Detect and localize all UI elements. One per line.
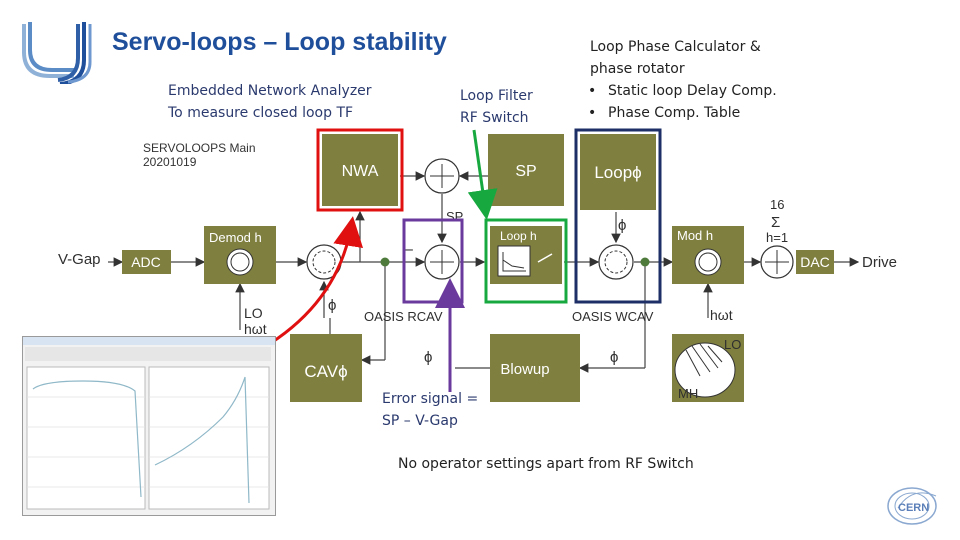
error-highlight xyxy=(402,218,464,304)
error-note: Error signal = SP – V-Gap xyxy=(382,388,478,432)
cav-phi-block: CAVϕ xyxy=(290,334,362,402)
phase-note: Loop Phase Calculator & phase rotator St… xyxy=(590,36,777,124)
phase-note-bullet: Phase Comp. Table xyxy=(590,102,777,124)
analyzer-screenshot xyxy=(22,336,276,516)
loop-phi-label: Loopϕ xyxy=(594,163,641,182)
filter-note-line-2: RF Switch xyxy=(460,110,529,126)
phi-left-label: ϕ xyxy=(328,297,336,314)
adc-block: ADC xyxy=(122,250,171,274)
analyzer-note: Embedded Network Analyzer To measure clo… xyxy=(168,80,372,124)
drive-label: Drive xyxy=(862,254,897,271)
blowup-block: Blowup xyxy=(490,334,580,402)
phase-note-bullet: Static loop Delay Comp. xyxy=(590,80,777,102)
sum-symbol: Σ xyxy=(771,214,780,231)
loop-filter-highlight xyxy=(484,218,568,304)
phase-note-line-2: phase rotator xyxy=(590,61,685,77)
loop-h-block: Loop h xyxy=(490,226,562,284)
nwa-highlight xyxy=(316,128,404,212)
h-omega-t-left: hωt xyxy=(244,321,267,337)
lo-label: LO xyxy=(244,305,263,321)
sum-bottom-label: h=1 xyxy=(766,230,788,245)
page-title: Servo-loops – Loop stability xyxy=(112,28,447,56)
diagram-header-line-2: 20201019 xyxy=(143,155,197,169)
h-omega-t-right: hωt xyxy=(710,307,733,323)
oasis-wcav-label: OASIS WCAV xyxy=(572,309,654,324)
loop-phi-block: Loopϕ xyxy=(580,134,656,210)
error-junction xyxy=(424,244,460,280)
sp-block: SP xyxy=(488,134,564,206)
blowup-label: Blowup xyxy=(500,361,549,378)
dac-label: DAC xyxy=(800,254,830,270)
adc-label: ADC xyxy=(131,254,161,270)
demod-label: Demod h xyxy=(209,230,262,245)
footer-note: No operator settings apart from RF Switc… xyxy=(398,456,694,472)
analyzer-note-line-1: Embedded Network Analyzer xyxy=(168,83,372,99)
svg-text:CERN: CERN xyxy=(898,502,929,514)
vgap-label: V-Gap xyxy=(58,251,101,268)
tap-node xyxy=(380,257,390,267)
university-logo xyxy=(22,22,92,84)
screenshot-titlebar xyxy=(23,337,275,345)
cav-phi-label: CAVϕ xyxy=(304,362,347,381)
phase-note-line-1: Loop Phase Calculator & xyxy=(590,39,761,55)
sp-label: SP xyxy=(515,163,536,180)
nwa-block: NWA xyxy=(322,134,398,206)
phase-rotator-junction xyxy=(598,244,634,280)
diagram-header-line-1: SERVOLOOPS Main xyxy=(143,141,256,155)
oasis-rcav-label: OASIS RCAV xyxy=(364,309,443,324)
phi-top-label: ϕ xyxy=(618,217,626,234)
lo-mh-block: LO MH xyxy=(672,334,744,402)
filter-note-line-1: Loop Filter xyxy=(460,88,533,104)
sum-junction-top xyxy=(424,158,460,194)
phi-cav-label: ϕ xyxy=(424,349,432,366)
loop-h-label: Loop h xyxy=(500,229,537,243)
lo-mh-lo-label: LO xyxy=(724,337,741,352)
minus-sign: – xyxy=(404,241,413,258)
phase-highlight xyxy=(574,128,662,304)
sum-top-label: 16 xyxy=(770,197,784,212)
mod-label: Mod h xyxy=(677,228,713,243)
phi-blowup-label: ϕ xyxy=(610,349,618,366)
output-sum-junction xyxy=(760,245,794,279)
lo-mh-mh-label: MH xyxy=(678,386,698,401)
analyzer-note-line-2: To measure closed loop TF xyxy=(168,105,354,121)
error-note-line-1: Error signal = xyxy=(382,391,479,407)
nwa-label: NWA xyxy=(342,163,379,180)
filter-note: Loop Filter RF Switch xyxy=(460,85,533,129)
filter-arrow xyxy=(467,129,498,220)
mod-block: Mod h xyxy=(672,226,744,284)
cern-logo: CERN xyxy=(887,487,937,525)
demod-block: Demod h xyxy=(204,226,276,284)
switch-icon xyxy=(537,253,553,263)
tap-node xyxy=(640,257,650,267)
error-note-line-2: SP – V-Gap xyxy=(382,413,458,429)
dac-block: DAC xyxy=(796,250,834,274)
